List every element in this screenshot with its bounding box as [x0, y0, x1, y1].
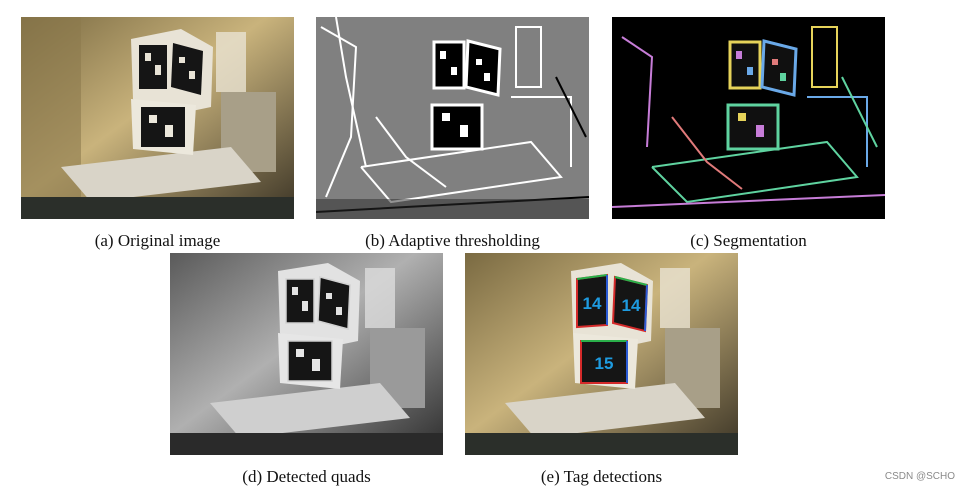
detected-quads-image [170, 253, 443, 455]
caption-c: (c) Segmentation [690, 231, 807, 250]
tag-id-label: 14 [622, 296, 641, 315]
detection-tag-right: 14 [611, 275, 649, 333]
caption-b: (b) Adaptive thresholding [365, 231, 540, 250]
threshold-image [316, 17, 589, 219]
detection-tag-bottom: 15 [573, 333, 638, 389]
watermark: CSDN @SCHO [884, 471, 955, 482]
segmentation-image [612, 17, 885, 219]
caption-d: (d) Detected quads [242, 467, 371, 486]
panel-segmentation [612, 17, 885, 219]
tag-id-label: 14 [583, 294, 602, 313]
caption-a: (a) Original image [94, 231, 221, 250]
tag-id-label: 15 [595, 354, 614, 373]
tag-cube [131, 29, 213, 155]
original-image [21, 17, 294, 219]
panel-adaptive-thresholding [316, 17, 589, 219]
detection-tag-left: 14 [576, 273, 608, 329]
panel-tag-detections: 14 14 15 [465, 253, 738, 455]
panel-detected-quads [170, 253, 443, 455]
caption-e: (e) Tag detections [540, 467, 663, 486]
tag-detections-image: 14 14 15 [465, 253, 738, 455]
panel-original-image [21, 17, 294, 219]
